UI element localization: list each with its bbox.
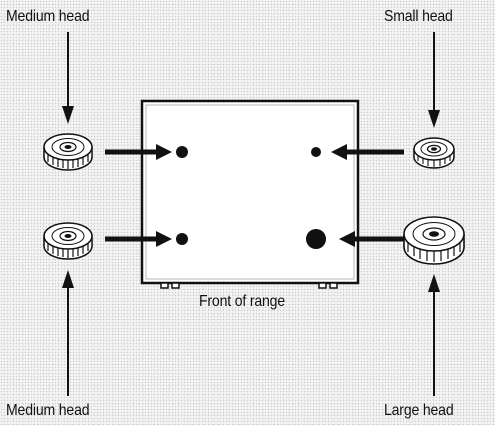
range-foot <box>318 282 327 289</box>
range-foot <box>160 282 169 289</box>
label-medium-head-top: Medium head <box>6 8 90 25</box>
burner-position-front-left <box>176 233 188 245</box>
arrow-icon <box>339 231 404 247</box>
label-medium-head-bottom: Medium head <box>6 402 90 419</box>
range-foot <box>329 282 338 289</box>
arrow-icon <box>105 231 172 247</box>
arrow-icon <box>105 144 172 160</box>
label-small-head: Small head <box>384 8 453 25</box>
burner-position-front-right <box>306 229 326 249</box>
burner-head-icon <box>413 137 455 169</box>
label-large-head: Large head <box>384 402 454 419</box>
label-front-of-range: Front of range <box>199 293 285 310</box>
burner-position-back-right <box>311 147 321 157</box>
arrow-icon <box>62 32 74 124</box>
cooktop <box>140 99 360 289</box>
burner-head-icon <box>403 216 465 265</box>
range-foot <box>171 282 180 289</box>
arrow-icon <box>62 270 74 396</box>
burner-position-back-left <box>176 146 188 158</box>
burner-head-icon <box>43 222 93 260</box>
arrow-icon <box>428 32 440 128</box>
burner-head-icon <box>43 133 93 171</box>
arrow-icon <box>331 144 404 160</box>
arrow-icon <box>428 274 440 396</box>
